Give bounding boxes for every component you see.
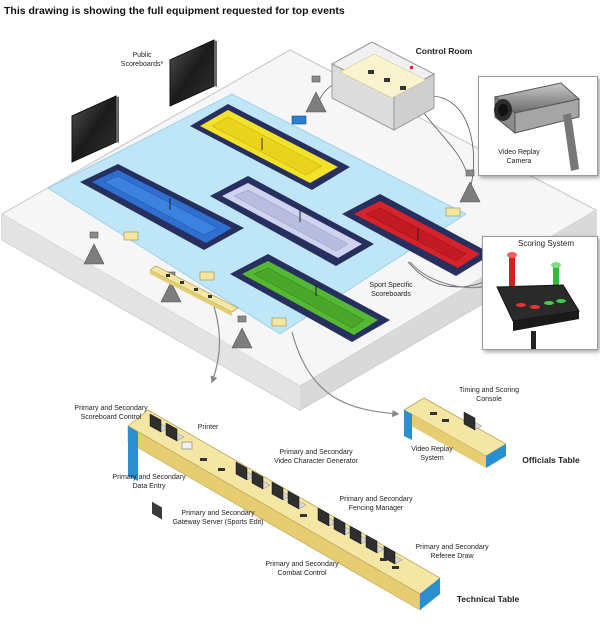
- technical-table-laptop-4: [251, 470, 271, 490]
- technical-table-label: Technical Table: [456, 594, 520, 604]
- data-entry-label: Primary and Secondary Data Entry: [112, 474, 186, 490]
- scoring-system-inset: [482, 236, 598, 350]
- technical-table-laptop-3: [235, 461, 255, 481]
- piste-yellow: [190, 104, 350, 190]
- control-room: [330, 41, 436, 131]
- diagram-title: This drawing is showing the full equipme…: [4, 5, 345, 17]
- officials-table-label: Officials Table: [522, 455, 580, 465]
- piste-lavender: [210, 176, 374, 266]
- technical-table-laptop-1: [149, 413, 169, 433]
- tripod-camera-1: [83, 231, 105, 265]
- tripod-camera-3: [231, 315, 253, 349]
- tripod-cameras: [83, 75, 481, 349]
- public-scoreboard-right: [169, 39, 217, 107]
- printer-device: [181, 441, 193, 450]
- table-device-1: [200, 458, 207, 461]
- table-device-4: [380, 558, 387, 561]
- piste-green: [230, 254, 390, 342]
- tripod-camera-5: [459, 169, 481, 203]
- timing-scoring-console-label: Timing and Scoring Console: [458, 387, 520, 403]
- sport-specific-scoreboards: [123, 115, 461, 327]
- scoring-system-label: Scoring System: [517, 239, 575, 248]
- control-room-label: Control Room: [415, 46, 473, 56]
- printer-label: Printer: [197, 424, 219, 431]
- table-device-6: [430, 412, 437, 415]
- referee-draw-label: Primary and Secondary Referee Draw: [415, 544, 489, 560]
- technical-table-drawing: [127, 409, 441, 611]
- technical-table-laptop-9: [349, 525, 369, 545]
- laptops: [152, 501, 162, 520]
- technical-table-laptop-11: [383, 545, 403, 565]
- video-character-generator-label: Primary and Secondary Video Character Ge…: [274, 449, 358, 465]
- gateway-server-label: Primary and Secondary Gateway Server (Sp…: [172, 510, 264, 526]
- fencing-manager-label: Primary and Secondary Fencing Manager: [339, 496, 413, 512]
- table-device-5: [392, 566, 399, 569]
- technical-table-laptop-5: [271, 481, 291, 501]
- video-replay-system-label: Video Replay System: [411, 446, 453, 462]
- table-device-2: [218, 468, 225, 471]
- table-device-7: [442, 419, 449, 422]
- sport-specific-scoreboards-label: Sport Specific Scoreboards: [369, 282, 413, 298]
- video-replay-camera-inset: [478, 76, 598, 176]
- piste-blue: [80, 164, 244, 250]
- video-replay-camera-icon: [493, 82, 581, 171]
- table-device-3: [300, 514, 307, 517]
- officials-table-laptop: [463, 411, 483, 431]
- technical-table-laptop-8: [333, 516, 353, 536]
- scoreboard-control-label: Primary and Secondary Scoreboard Control: [74, 405, 148, 421]
- technical-table-laptop-2: [165, 422, 185, 442]
- technical-table-laptop-6: [287, 490, 307, 510]
- piste-red: [342, 194, 492, 276]
- video-replay-camera-label: Video Replay Camera: [498, 149, 540, 165]
- tripod-camera-4: [305, 75, 327, 113]
- technical-table-laptop-7: [317, 507, 337, 527]
- floor-technical-table: [149, 265, 239, 316]
- combat-control-label: Primary and Secondary Combat Control: [265, 561, 339, 577]
- pistes: [80, 104, 492, 342]
- public-scoreboard-left: [71, 95, 119, 163]
- public-scoreboards-label: Public Scoreboards*: [120, 52, 164, 68]
- technical-table-laptop-10: [365, 534, 385, 554]
- officials-table-drawing: [403, 397, 507, 468]
- scoring-system-icon: [496, 252, 580, 349]
